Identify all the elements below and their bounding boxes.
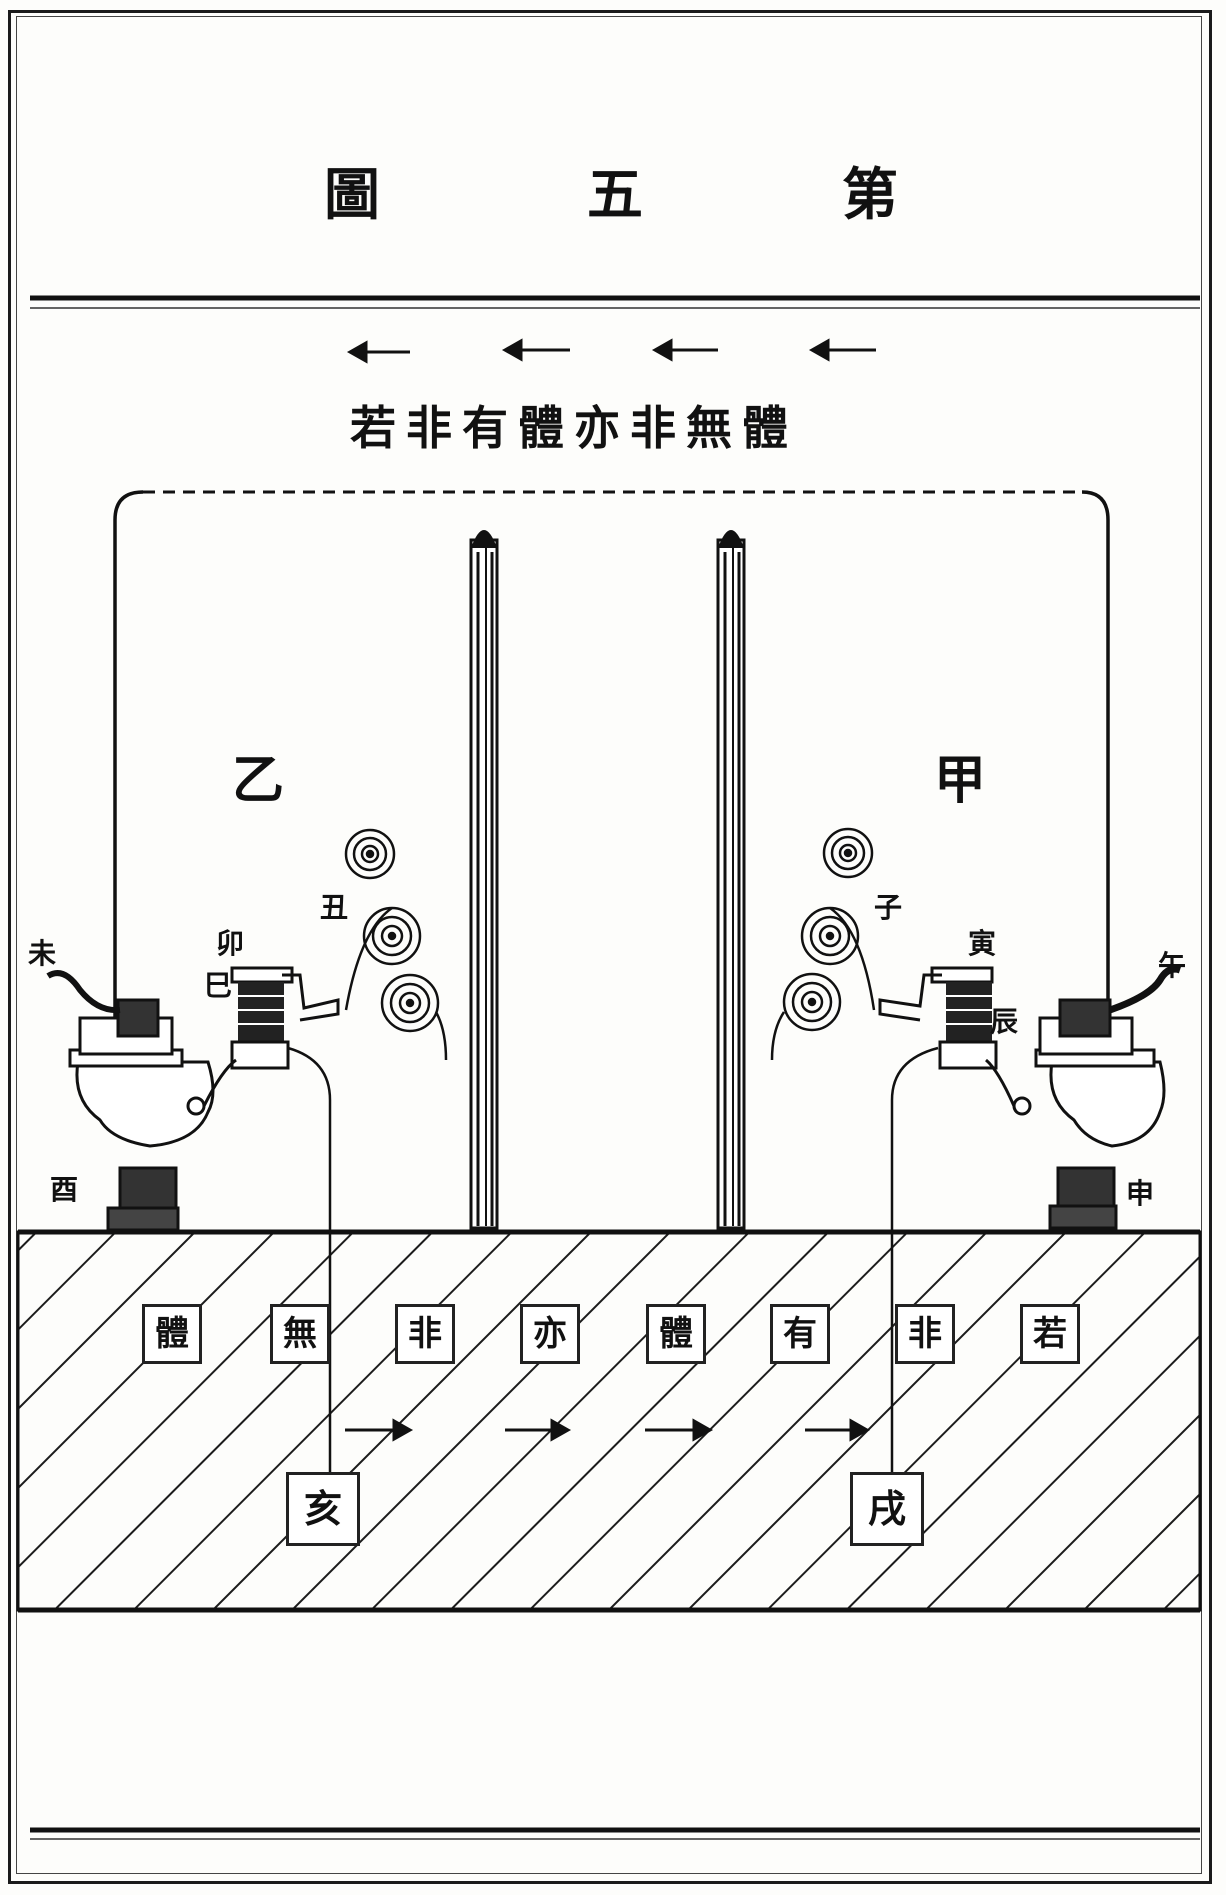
label-lower-right: 辰	[990, 1005, 1019, 1038]
flow-arrows-top	[346, 338, 876, 364]
label-base-left: 酉	[50, 1173, 79, 1206]
label-coil-right: 子	[874, 891, 903, 924]
flow-arrows-ground	[345, 1418, 871, 1442]
ground-terminal-right: 戌	[850, 1472, 924, 1546]
label-lower-left: 巳	[204, 969, 233, 1002]
ground-terminal-left: 亥	[286, 1472, 360, 1546]
title-char-3: 第	[842, 162, 898, 228]
coil-group-left	[344, 828, 448, 1061]
ground-char-3: 非	[395, 1304, 455, 1364]
ground-char-1: 體	[142, 1304, 202, 1364]
relay-right	[938, 982, 998, 1070]
label-device-left: 未	[28, 937, 57, 970]
title-char-2: 五	[587, 162, 643, 228]
label-base-right: 申	[1126, 1177, 1155, 1210]
ground-char-5: 體	[646, 1304, 706, 1364]
ground-char-8: 若	[1020, 1304, 1080, 1364]
ground-char-2: 無	[270, 1304, 330, 1364]
ground-char-7: 非	[895, 1304, 955, 1364]
label-right: 甲	[934, 750, 987, 811]
rod-left	[469, 530, 499, 1230]
label-upper-left: 卯	[216, 927, 245, 960]
title-char-1: 圖	[324, 162, 380, 228]
circuit-wire	[113, 490, 144, 1030]
recorder-left	[46, 970, 237, 1232]
ground-char-6: 有	[770, 1304, 830, 1364]
outer-border	[8, 10, 1212, 1884]
label-upper-right: 寅	[968, 927, 997, 960]
label-coil-left: 丑	[320, 891, 349, 924]
ground-char-4: 亦	[520, 1304, 580, 1364]
ground-block	[16, 1230, 1202, 1612]
coil-group-right	[770, 827, 876, 1061]
relay-left	[230, 982, 290, 1070]
rod-right	[716, 530, 746, 1230]
top-caption: 若非有體亦非無體	[350, 401, 798, 455]
recorder-right	[984, 965, 1182, 1230]
label-left: 乙	[232, 750, 285, 811]
figure-title: 圖 五 第	[0, 150, 1226, 230]
inner-border	[16, 16, 1202, 1874]
label-device-right: 午	[1158, 949, 1187, 982]
